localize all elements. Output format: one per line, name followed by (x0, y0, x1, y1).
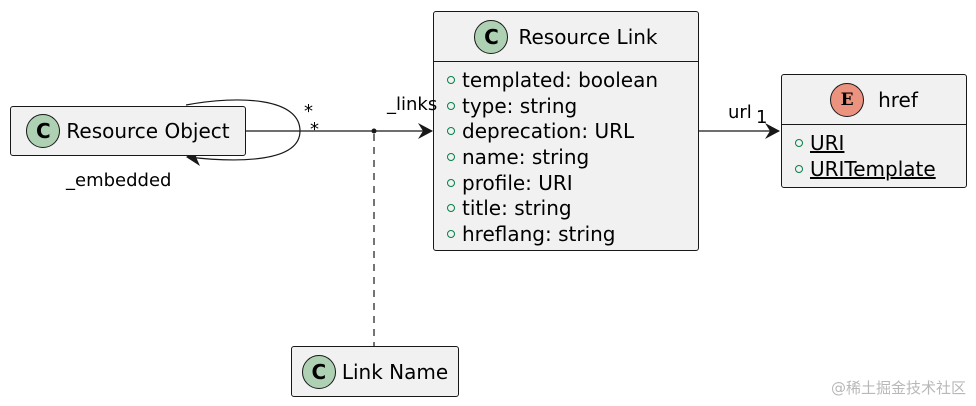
links-arrowhead (418, 123, 433, 139)
attribute-text: title: string (462, 196, 572, 221)
attribute-text: templated: boolean (462, 67, 659, 92)
public-visibility-icon (795, 164, 803, 173)
url-multiplicity: 1 (756, 107, 768, 128)
href-header: E href (782, 82, 966, 118)
embedded-label: _embedded (66, 170, 172, 191)
attribute-row: type: string (434, 93, 698, 119)
attribute-row: deprecation: URL (434, 118, 698, 144)
href-title: href (878, 88, 918, 112)
enum-value-row: URI (782, 130, 966, 156)
attribute-row: profile: URI (434, 170, 698, 196)
url-arrowhead (765, 123, 780, 139)
href-enum[interactable]: E href URI URITemplate (781, 74, 967, 188)
attribute-text: type: string (462, 93, 578, 118)
attribute-row: name: string (434, 144, 698, 170)
resource-link-header: C Resource Link (434, 19, 698, 55)
link-name-title: Link Name (341, 359, 449, 384)
self-multiplicity-top: * (304, 101, 313, 122)
self-multiplicity-bottom: * (310, 119, 319, 140)
resource-link-separator (434, 61, 698, 62)
resource-link-attributes: templated: boolean type: string deprecat… (434, 67, 698, 247)
public-visibility-icon (795, 138, 803, 147)
public-visibility-icon (447, 127, 455, 136)
public-visibility-icon (447, 152, 455, 161)
watermark: @稀土掘金技术社区 (830, 379, 966, 397)
attribute-text: hreflang: string (462, 221, 616, 246)
attribute-text: profile: URI (462, 170, 573, 195)
href-separator (782, 124, 966, 125)
public-visibility-icon (447, 178, 455, 187)
resource-link-class[interactable]: C Resource Link templated: boolean type:… (433, 11, 699, 251)
attribute-text: deprecation: URL (462, 119, 635, 144)
links-label: _links (387, 94, 438, 115)
public-visibility-icon (447, 204, 455, 213)
enum-value-text: URITemplate (810, 156, 936, 181)
enum-value-text: URI (810, 130, 845, 155)
enum-value-row: URITemplate (782, 156, 966, 182)
url-label: url (728, 102, 752, 123)
enum-stereotype-icon: E (830, 83, 865, 117)
resource-object-class[interactable]: C Resource Object (10, 106, 246, 156)
public-visibility-icon (447, 229, 455, 238)
link-name-class[interactable]: C Link Name (291, 346, 459, 397)
attribute-text: name: string (462, 144, 590, 169)
attribute-row: title: string (434, 195, 698, 221)
resource-object-title: Resource Object (66, 119, 230, 143)
attribute-row: templated: boolean (434, 67, 698, 93)
public-visibility-icon (447, 101, 455, 110)
class-stereotype-icon: C (474, 20, 509, 54)
association-class-junction (371, 128, 377, 134)
class-stereotype-icon: C (301, 354, 336, 389)
class-stereotype-icon: C (26, 114, 61, 148)
resource-link-title: Resource Link (518, 25, 658, 49)
href-values: URI URITemplate (782, 130, 966, 181)
public-visibility-icon (447, 75, 455, 84)
attribute-row: hreflang: string (434, 221, 698, 247)
